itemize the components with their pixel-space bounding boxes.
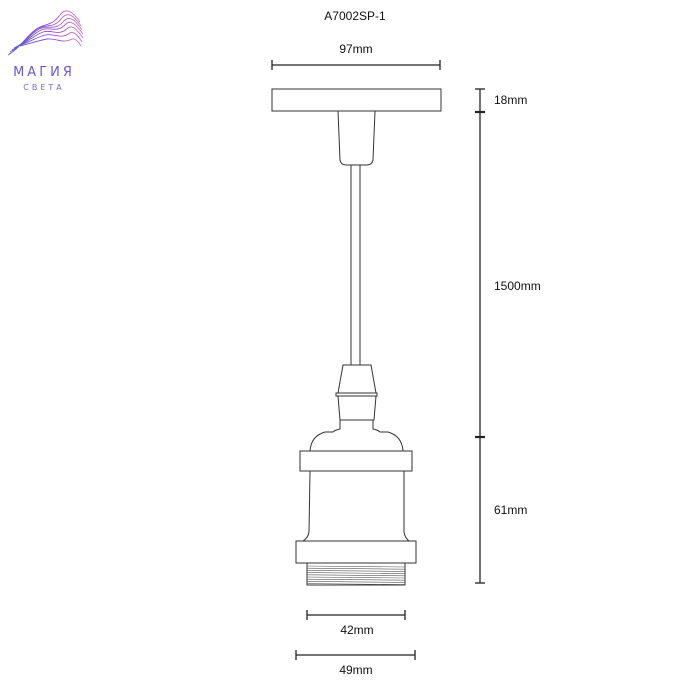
- thread-line: [306, 565, 406, 568]
- label-cord-length: 1500mm: [494, 279, 541, 293]
- thread-line: [306, 576, 406, 579]
- cord: [350, 164, 361, 366]
- logo-name: МАГИЯ: [13, 65, 75, 80]
- cord-grip: [337, 110, 376, 166]
- thread-line: [306, 583, 406, 585]
- logo-subtitle: СВЕТА: [23, 83, 65, 92]
- label-collar-width: 49mm: [339, 663, 372, 677]
- thread-lines: [306, 565, 406, 585]
- socket-dome: [309, 419, 404, 452]
- socket-cone: [337, 364, 377, 394]
- dim-thread-width: [306, 610, 406, 620]
- wave-logo-icon: [7, 10, 84, 56]
- socket-neck: [337, 395, 377, 421]
- thread-line: [306, 567, 406, 570]
- canopy: [271, 88, 442, 112]
- label-canopy-height: 18mm: [494, 93, 527, 107]
- dim-canopy-width: [271, 60, 441, 70]
- pendant-lamp: [271, 88, 442, 586]
- thread-line: [306, 570, 406, 572]
- socket-body: [301, 470, 411, 542]
- thread-line: [306, 578, 406, 581]
- dim-vertical: [475, 88, 485, 584]
- dim-collar-width: [295, 650, 416, 660]
- thread-line: [306, 574, 406, 577]
- model-title: A7002SP-1: [324, 9, 386, 23]
- lower-collar: [295, 540, 417, 564]
- brand-logo: МАГИЯ СВЕТА: [7, 10, 84, 92]
- upper-collar: [299, 450, 413, 472]
- label-canopy-width: 97mm: [339, 42, 372, 56]
- label-thread-width: 42mm: [340, 623, 373, 637]
- thread-line: [306, 581, 406, 583]
- label-socket-height: 61mm: [494, 503, 527, 517]
- thread-line: [306, 572, 406, 574]
